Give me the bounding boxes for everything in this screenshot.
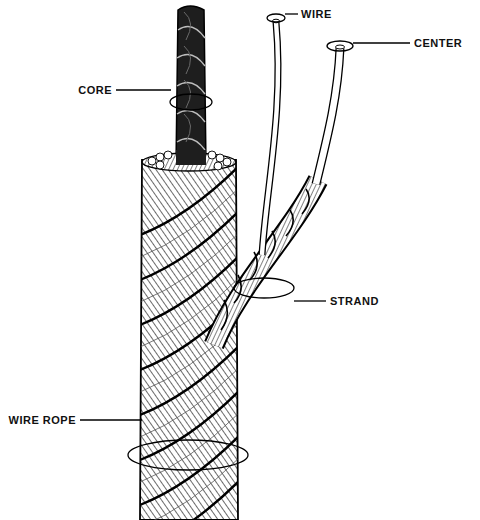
leader-line <box>285 13 298 14</box>
core-twist <box>177 26 205 150</box>
leader-line <box>116 89 171 90</box>
callout-loop <box>170 94 212 110</box>
loose-wire <box>262 19 280 255</box>
part-label: CORE <box>78 84 112 97</box>
wire-outline <box>262 22 278 255</box>
part-label: CENTER <box>414 37 462 50</box>
core-twist <box>184 12 191 142</box>
leader-line <box>353 42 410 43</box>
part-label: WIRE <box>301 8 332 21</box>
wire-end <box>164 151 172 159</box>
callout-loop <box>327 41 353 51</box>
wire-end <box>214 162 222 170</box>
core-body <box>176 6 206 165</box>
core-base <box>176 150 206 165</box>
callout-loop <box>234 278 294 298</box>
leader-line <box>80 419 142 420</box>
wire-end <box>223 158 231 166</box>
leader-line <box>294 300 326 301</box>
wire-end <box>148 157 156 165</box>
wire-end <box>208 151 216 159</box>
wire-fill <box>262 22 278 255</box>
center-wire <box>316 45 345 184</box>
callout-loop <box>128 440 248 470</box>
callout-loop <box>267 14 285 22</box>
center-outline <box>316 48 340 184</box>
part-label: WIRE ROPE <box>9 414 76 427</box>
callouts <box>80 14 410 470</box>
center-fill <box>316 48 340 184</box>
wire-ends <box>148 151 231 170</box>
part-label: STRAND <box>330 295 379 308</box>
wire-end <box>156 161 164 169</box>
center-end <box>336 45 345 49</box>
rope-core <box>176 6 206 165</box>
wire-end <box>156 153 164 161</box>
